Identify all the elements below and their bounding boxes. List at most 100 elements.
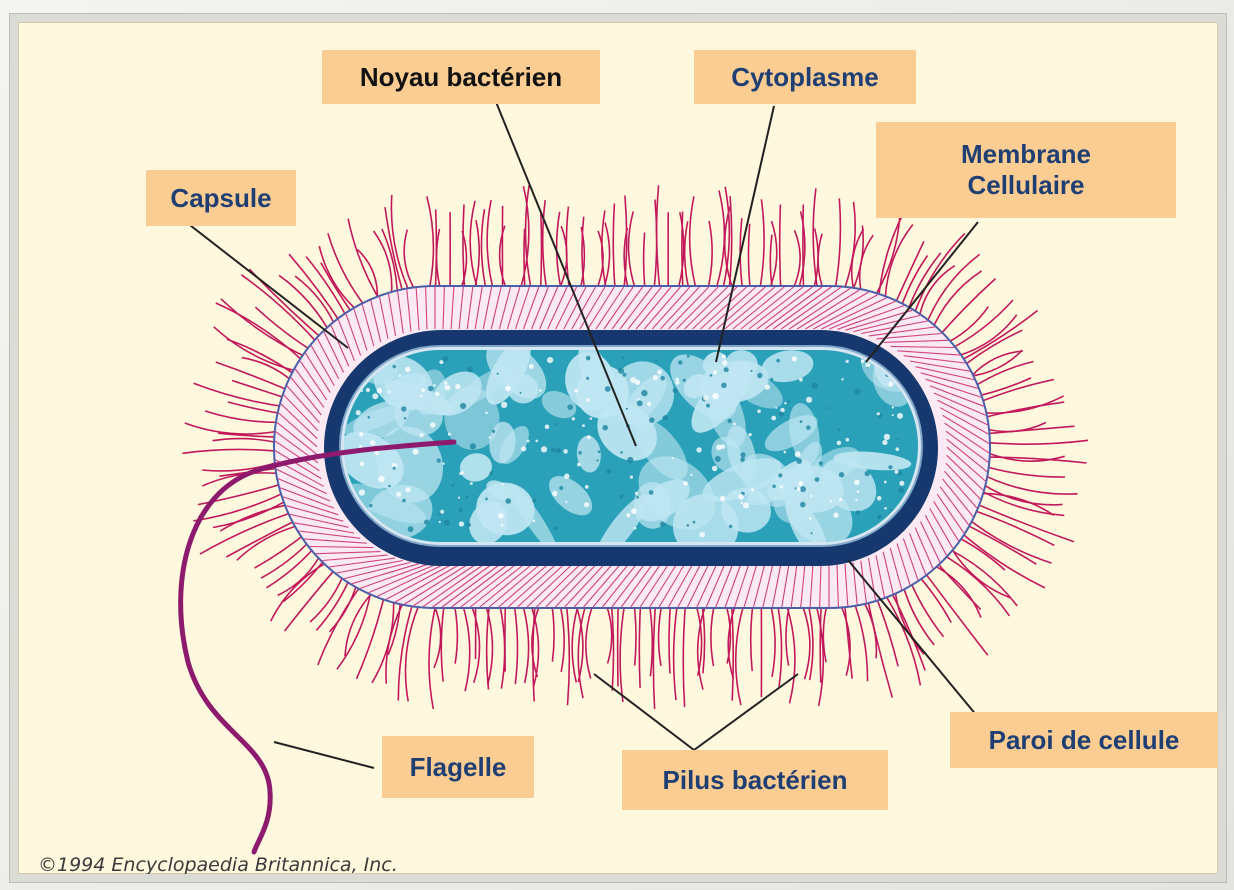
stipple-dot xyxy=(443,356,449,362)
stipple-dot xyxy=(445,385,451,391)
stipple-dot xyxy=(795,451,801,457)
stipple-dot xyxy=(536,440,539,443)
pilus xyxy=(543,200,548,297)
stipple-dot xyxy=(877,496,882,501)
pilus xyxy=(620,597,626,702)
stipple-dot xyxy=(559,486,563,490)
stipple-dot xyxy=(565,501,567,503)
pilus xyxy=(221,299,313,360)
stipple-dot xyxy=(466,522,471,527)
stipple-dot xyxy=(556,448,561,453)
stipple-dot xyxy=(520,392,522,394)
stipple-dot xyxy=(404,417,407,420)
stipple-dot xyxy=(890,509,892,511)
stipple-dot xyxy=(672,457,674,459)
stipple-dot xyxy=(846,438,850,442)
stipple-dot xyxy=(720,444,725,449)
stipple-dot xyxy=(502,483,504,485)
stipple-dot xyxy=(377,388,383,394)
stipple-dot xyxy=(485,498,488,501)
stipple-dot xyxy=(460,403,466,409)
stipple-dot xyxy=(444,520,450,526)
label-paroi-de-cellule: Paroi de cellule xyxy=(950,712,1218,768)
pilus xyxy=(653,597,656,709)
pilus xyxy=(498,597,505,689)
stipple-dot xyxy=(806,425,811,430)
stipple-dot xyxy=(439,360,443,364)
stipple-dot xyxy=(485,412,488,415)
stipple-dot xyxy=(792,356,797,361)
stipple-dot xyxy=(812,383,818,389)
stipple-dot xyxy=(388,485,391,488)
stipple-dot xyxy=(660,376,665,381)
stipple-dot xyxy=(505,498,511,504)
pilus xyxy=(441,597,445,682)
stipple-dot xyxy=(687,524,690,527)
pilus xyxy=(639,597,641,688)
stipple-dot xyxy=(729,525,732,528)
pilus xyxy=(979,440,1088,444)
stipple-dot xyxy=(440,510,444,514)
stipple-dot xyxy=(636,496,639,499)
stipple-dot xyxy=(796,458,802,464)
stipple-dot xyxy=(564,474,570,480)
stipple-dot xyxy=(439,513,442,516)
stipple-dot xyxy=(770,378,773,381)
stipple-dot xyxy=(489,436,491,438)
stipple-dot xyxy=(406,487,411,492)
stipple-dot xyxy=(772,485,776,489)
pilus xyxy=(271,558,335,621)
stipple-dot xyxy=(459,472,462,475)
stipple-dot xyxy=(634,527,637,530)
stipple-dot xyxy=(738,494,744,500)
stipple-dot xyxy=(598,450,601,453)
pilus xyxy=(959,521,1036,564)
stipple-dot xyxy=(720,496,725,501)
stipple-dot xyxy=(861,360,864,363)
pilus xyxy=(391,195,412,299)
stipple-dot xyxy=(539,389,542,392)
stipple-dot xyxy=(586,377,589,380)
stipple-dot xyxy=(529,364,534,369)
stipple-dot xyxy=(806,397,812,403)
stipple-dot xyxy=(899,481,904,486)
pilus xyxy=(427,196,434,297)
stipple-dot xyxy=(780,485,783,488)
stipple-dot xyxy=(693,521,696,524)
pilus xyxy=(481,209,487,297)
stipple-dot xyxy=(393,365,397,369)
stipple-dot xyxy=(401,406,406,411)
stipple-dot xyxy=(428,386,433,391)
pilus xyxy=(784,597,795,703)
pilus xyxy=(963,515,1052,564)
stipple-dot xyxy=(846,360,849,363)
stipple-dot xyxy=(750,370,752,372)
stipple-dot xyxy=(466,495,469,498)
pilus xyxy=(629,212,639,297)
stipple-dot xyxy=(586,398,590,402)
stipple-dot xyxy=(854,480,859,485)
stipple-dot xyxy=(896,447,900,451)
stipple-dot xyxy=(433,384,436,387)
stipple-dot xyxy=(895,470,899,474)
stipple-dot xyxy=(585,485,589,489)
stipple-dot xyxy=(596,459,598,461)
pilus xyxy=(820,597,821,683)
stipple-dot xyxy=(541,446,547,452)
stipple-dot xyxy=(370,440,376,446)
stipple-dot xyxy=(877,515,882,520)
label-capsule: Capsule xyxy=(146,170,296,226)
stipple-dot xyxy=(884,434,890,440)
stipple-dot xyxy=(771,416,776,421)
stipple-dot xyxy=(810,495,812,497)
stipple-dot xyxy=(552,491,557,496)
stipple-dot xyxy=(505,386,511,392)
pilus xyxy=(852,595,868,681)
stipple-dot xyxy=(892,406,894,408)
stipple-dot xyxy=(888,465,892,469)
stipple-dot xyxy=(455,384,460,389)
pilus xyxy=(759,199,765,297)
leader-pilus xyxy=(594,674,798,750)
stipple-dot xyxy=(360,462,365,467)
stipple-dot xyxy=(721,383,727,389)
